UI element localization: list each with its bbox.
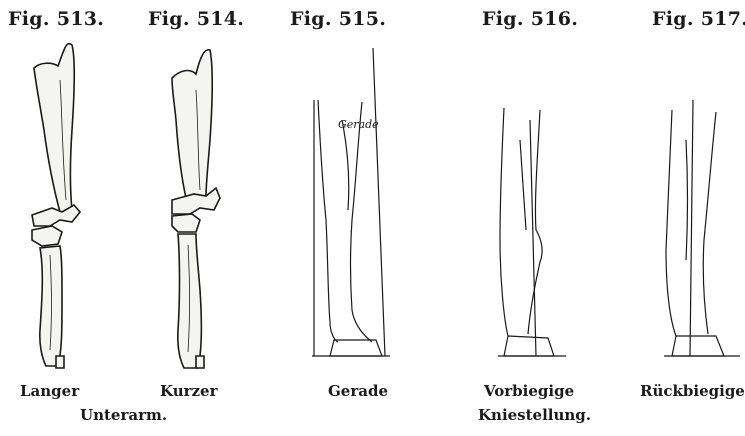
caption-gerade: Gerade	[328, 382, 388, 400]
caption-langer: Langer	[20, 382, 79, 400]
reference-line-517	[690, 100, 693, 356]
forward-bent-leg-illustration	[498, 108, 566, 356]
long-forearm-illustration	[32, 44, 80, 368]
short-forearm-illustration	[172, 50, 220, 368]
gerade-script-text: Gerade	[338, 118, 379, 131]
caption-unterarm: Unterarm.	[80, 406, 167, 424]
caption-vorbiegige: Vorbiegige	[484, 382, 574, 400]
reference-line-515-right	[373, 48, 385, 356]
straight-leg-illustration: Gerade	[312, 48, 390, 356]
caption-rueckbiegige: Rückbiegige	[640, 382, 745, 400]
backward-bent-leg-illustration	[664, 100, 740, 356]
reference-line-516	[530, 120, 536, 356]
caption-kniestellung: Kniestellung.	[478, 406, 591, 424]
caption-kurzer: Kurzer	[160, 382, 217, 400]
